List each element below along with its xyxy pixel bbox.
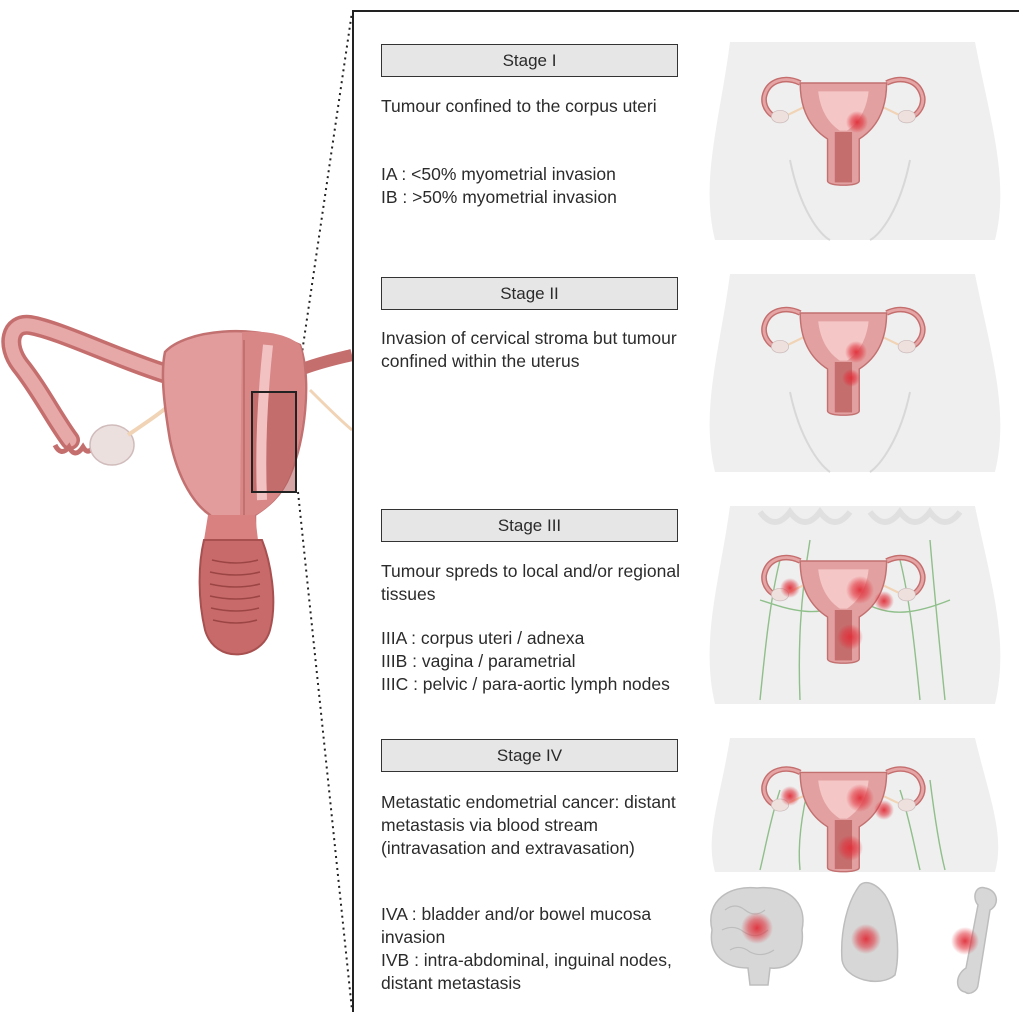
stage-2-description: Invasion of cervical stroma but tumour c… xyxy=(381,327,691,373)
stage-1-substages: IA : <50% myometrial invasion IB : >50% … xyxy=(381,163,691,209)
uterus-anatomy-illustration xyxy=(11,325,352,655)
stage-1-description: Tumour confined to the corpus uteri xyxy=(381,95,691,118)
stage-4-title: Stage IV xyxy=(381,739,678,772)
stage-3-title: Stage III xyxy=(381,509,678,542)
stage-4-substages: IVA : bladder and/or bowel mucosa invasi… xyxy=(381,903,691,995)
zoom-line-top xyxy=(298,12,352,380)
stage-3-description: Tumour spreds to local and/or regional t… xyxy=(381,560,691,606)
stage-1-title: Stage I xyxy=(381,44,678,77)
stage-2-title: Stage II xyxy=(381,277,678,310)
stage-3-substages: IIIA : corpus uteri / adnexa IIIB : vagi… xyxy=(381,627,691,696)
stage-4-description: Metastatic endometrial cancer: distant m… xyxy=(381,791,691,860)
zoom-line-bottom xyxy=(298,492,352,1010)
